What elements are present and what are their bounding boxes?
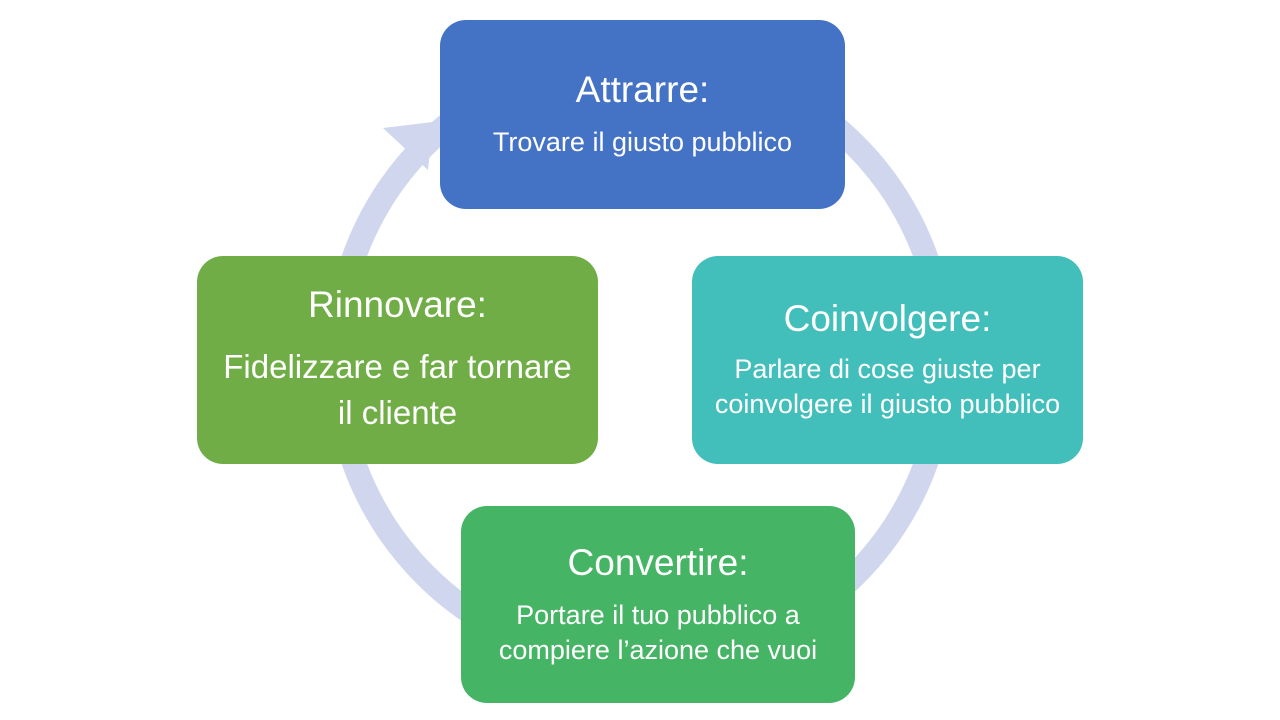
step-convertire-description: Portare il tuo pubblico a compiere l’azi… [498,599,818,665]
step-coinvolgere-description: Parlare di cose giuste per coinvolgere i… [714,354,1061,419]
cycle-arrowhead-icon [383,122,433,170]
step-attrarre: Attrarre: Trovare il giusto pubblico [440,20,845,209]
step-rinnovare-title: Rinnovare: [308,284,487,325]
step-coinvolgere: Coinvolgere: Parlare di cose giuste per … [692,256,1083,464]
step-coinvolgere-title: Coinvolgere: [783,298,992,339]
step-convertire-title: Convertire: [567,541,749,583]
step-attrarre-description: Trovare il giusto pubblico [492,127,793,157]
step-attrarre-title: Attrarre: [575,69,710,110]
step-convertire: Convertire: Portare il tuo pubblico a co… [461,506,855,703]
step-rinnovare: Rinnovare: Fidelizzare e far tornare il … [197,256,598,464]
step-rinnovare-description: Fidelizzare e far tornare il cliente [223,348,572,431]
